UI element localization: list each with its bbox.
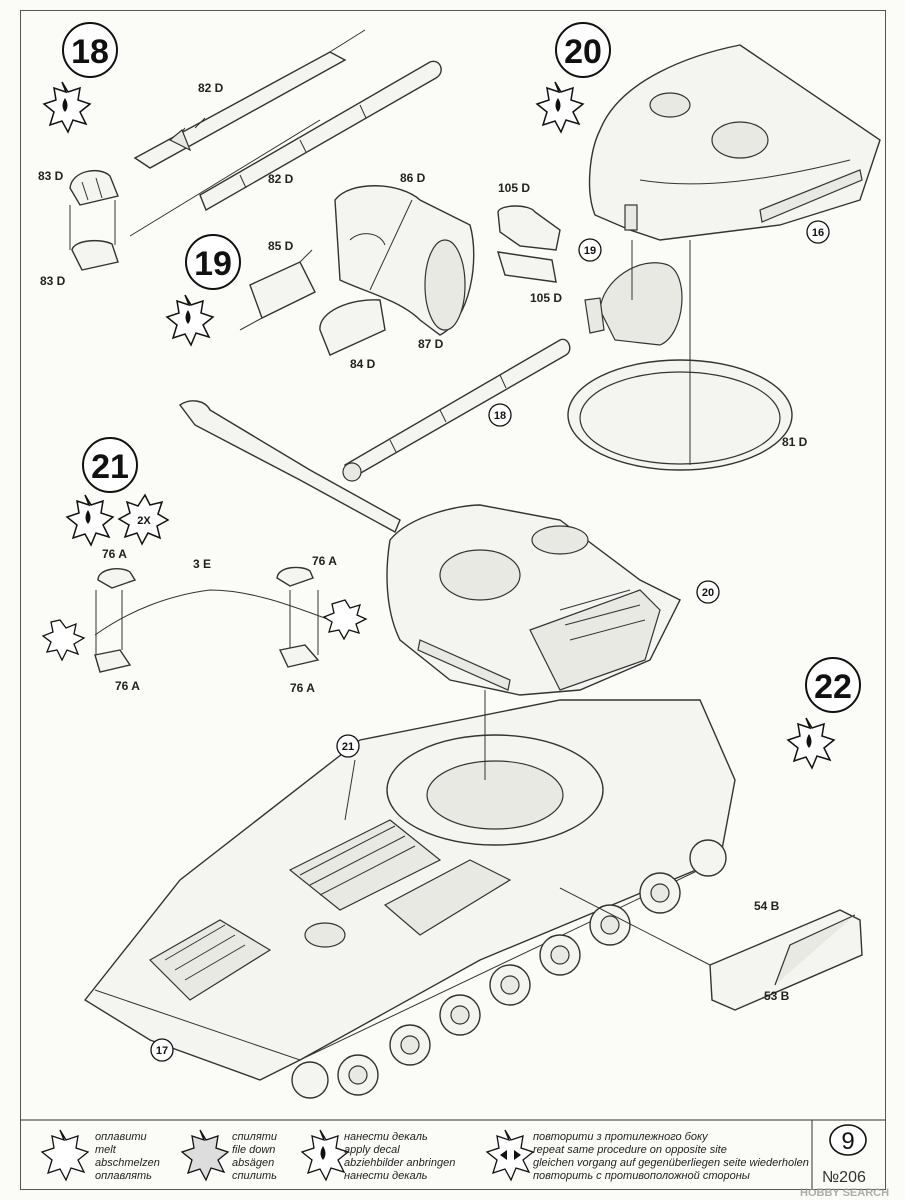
svg-text:2X: 2X bbox=[137, 515, 151, 527]
mantlet-shield-part bbox=[334, 185, 475, 336]
svg-text:повторити з протилежного боку: повторити з протилежного боку bbox=[533, 1131, 709, 1143]
svg-text:gleichen vorgang auf gegenüber: gleichen vorgang auf gegenüberliegen sei… bbox=[533, 1157, 809, 1169]
melt-star-icon bbox=[41, 619, 86, 662]
svg-text:81 D: 81 D bbox=[782, 435, 808, 449]
svg-text:85 D: 85 D bbox=[268, 239, 294, 253]
svg-text:20: 20 bbox=[564, 33, 602, 71]
svg-text:82 D: 82 D bbox=[268, 172, 294, 186]
callout-20: 20 bbox=[696, 580, 720, 604]
svg-text:87 D: 87 D bbox=[418, 337, 444, 351]
glue-drop-icon bbox=[806, 734, 812, 748]
legend-melt: оплавити melt abschmelzen оплавлять bbox=[40, 1129, 160, 1182]
svg-text:повторить с противоположной ст: повторить с противоположной стороны bbox=[533, 1170, 750, 1182]
svg-text:22: 22 bbox=[814, 668, 852, 706]
svg-text:86 D: 86 D bbox=[400, 171, 426, 185]
svg-text:нанести деκаль: нанести деκаль bbox=[344, 1131, 428, 1143]
svg-text:16: 16 bbox=[812, 227, 824, 239]
svg-text:19: 19 bbox=[584, 245, 596, 257]
svg-text:melt: melt bbox=[95, 1144, 117, 1156]
legend-decal: нанести деκаль apply decal abziehbilder … bbox=[300, 1129, 455, 1182]
svg-text:82 D: 82 D bbox=[198, 81, 224, 95]
glue-drop-icon bbox=[185, 310, 191, 324]
callout-leader-21 bbox=[344, 759, 356, 821]
svg-text:оплавлять: оплавлять bbox=[95, 1170, 152, 1182]
legend-repeat: повторити з протилежного боку repeat sam… bbox=[485, 1129, 809, 1182]
svg-text:нанести декаль: нанести декаль bbox=[344, 1170, 428, 1182]
svg-text:105 D: 105 D bbox=[530, 291, 562, 305]
svg-text:53 B: 53 B bbox=[764, 989, 790, 1003]
svg-text:abziehbilder anbringen: abziehbilder anbringen bbox=[344, 1157, 455, 1169]
step-21-badge: 21 2X bbox=[65, 437, 170, 547]
stowage-box-part bbox=[709, 909, 863, 1011]
repeat-icon bbox=[485, 1129, 535, 1182]
svg-text:105 D: 105 D bbox=[498, 181, 530, 195]
svg-text:76 A: 76 A bbox=[290, 681, 315, 695]
hull-part bbox=[83, 699, 736, 1081]
svg-text:оплавити: оплавити bbox=[95, 1131, 147, 1143]
svg-text:9: 9 bbox=[841, 1128, 854, 1155]
barrel-assembled bbox=[342, 338, 571, 482]
muzzle-brake-part bbox=[69, 169, 119, 271]
svg-text:18: 18 bbox=[494, 410, 506, 422]
legend-file: спиляти file down absägen спилить bbox=[180, 1129, 277, 1182]
watermark: HOBBY SEARCH bbox=[800, 1187, 889, 1199]
svg-text:repeat same procedure on oppos: repeat same procedure on opposite site bbox=[533, 1144, 727, 1156]
svg-text:20: 20 bbox=[702, 587, 714, 599]
road-wheels bbox=[291, 839, 727, 1099]
svg-text:apply decal: apply decal bbox=[344, 1144, 400, 1156]
callout-16: 16 bbox=[806, 220, 830, 244]
callout-21: 21 bbox=[336, 734, 360, 758]
barrel-half-lower bbox=[199, 60, 442, 212]
svg-text:21: 21 bbox=[91, 448, 129, 486]
svg-text:file down: file down bbox=[232, 1144, 275, 1156]
svg-text:76 A: 76 A bbox=[115, 679, 140, 693]
svg-text:17: 17 bbox=[156, 1045, 168, 1057]
svg-text:18: 18 bbox=[71, 33, 109, 71]
wire-part bbox=[41, 566, 368, 673]
turret-assembled bbox=[179, 400, 681, 696]
svg-text:спиляти: спиляти bbox=[232, 1131, 277, 1143]
glue-drop-icon bbox=[85, 510, 91, 524]
svg-text:83 D: 83 D bbox=[40, 274, 66, 288]
svg-text:76 A: 76 A bbox=[102, 547, 127, 561]
callout-19: 19 bbox=[578, 238, 602, 262]
turret-ring-part bbox=[567, 240, 793, 471]
page-number-badge: 9 bbox=[829, 1124, 867, 1156]
barrel-half-upper bbox=[133, 29, 366, 169]
legend: оплавити melt abschmelzen оплавлять спил… bbox=[20, 1119, 889, 1199]
page-frame bbox=[20, 10, 886, 1190]
melt-icon bbox=[40, 1129, 90, 1182]
svg-text:83 D: 83 D bbox=[38, 169, 64, 183]
turret-upper-part bbox=[588, 44, 881, 241]
step-20-badge: 20 bbox=[535, 22, 611, 134]
svg-text:19: 19 bbox=[194, 245, 232, 283]
svg-text:84 D: 84 D bbox=[350, 357, 376, 371]
svg-text:absägen: absägen bbox=[232, 1157, 274, 1169]
glue-drop-icon bbox=[555, 98, 561, 112]
svg-text:спилить: спилить bbox=[232, 1170, 277, 1182]
svg-text:76 A: 76 A bbox=[312, 554, 337, 568]
svg-text:3 E: 3 E bbox=[193, 557, 211, 571]
glue-drop-icon bbox=[62, 98, 68, 112]
svg-text:21: 21 bbox=[342, 741, 354, 753]
kit-number: №206 bbox=[822, 1169, 866, 1186]
bracket-part bbox=[497, 205, 561, 283]
svg-text:abschmelzen: abschmelzen bbox=[95, 1157, 160, 1169]
step-19-badge: 19 bbox=[165, 234, 241, 347]
callout-18: 18 bbox=[488, 403, 512, 427]
repeat-star-icon bbox=[117, 493, 170, 546]
melt-star-icon bbox=[322, 599, 368, 641]
svg-text:54 B: 54 B bbox=[754, 899, 780, 913]
callout-17: 17 bbox=[150, 1038, 174, 1062]
file-down-icon bbox=[180, 1129, 230, 1182]
mantlet-block-part bbox=[249, 261, 386, 356]
step-22-badge: 22 bbox=[786, 657, 861, 770]
step-18-badge: 18 bbox=[42, 22, 118, 134]
